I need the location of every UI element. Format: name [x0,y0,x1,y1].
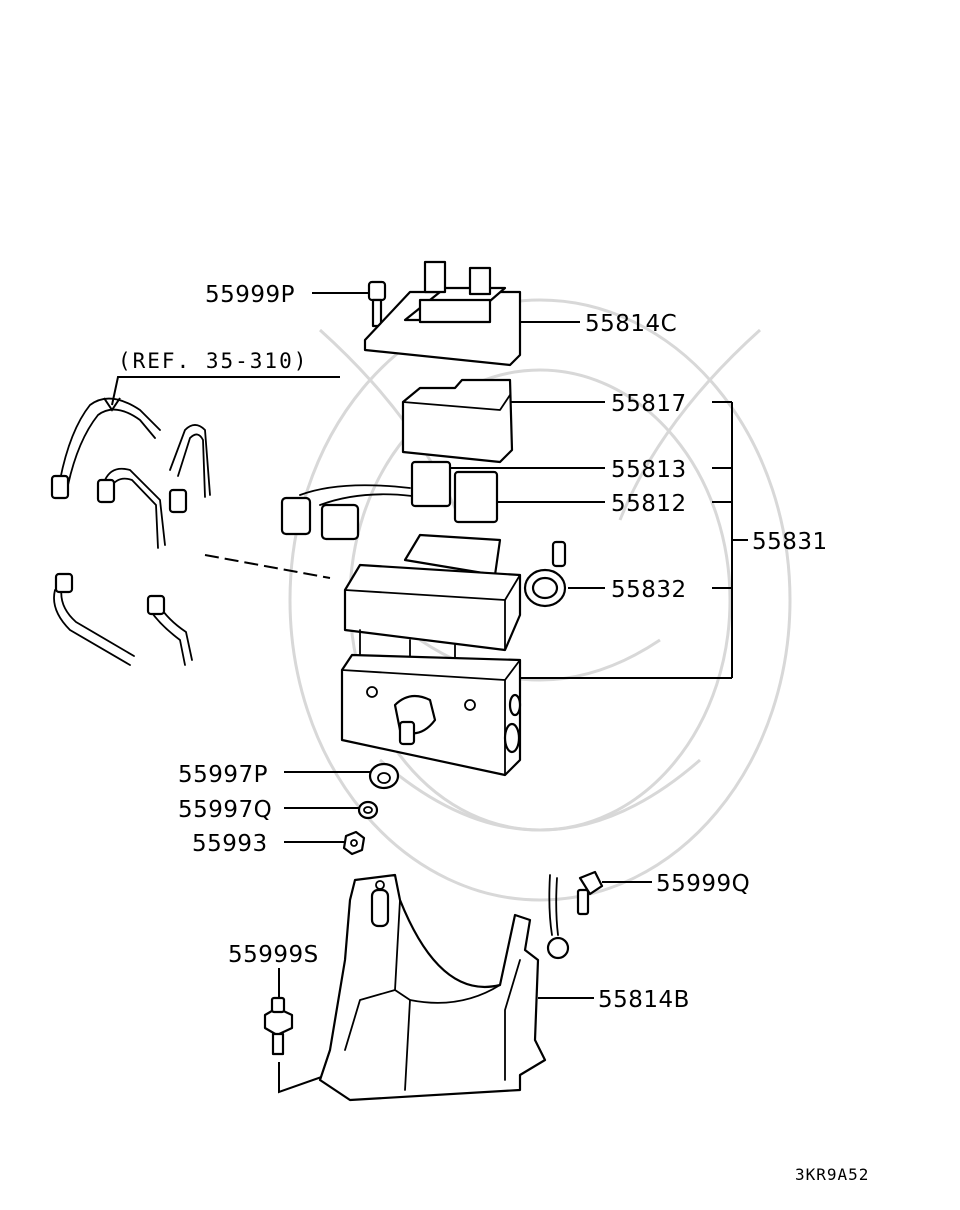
label-55999s: 55999S [228,942,319,968]
label-55999p: 55999P [205,282,295,308]
label-55832: 55832 [611,577,687,603]
bracket-55814c [363,260,522,367]
bolt-55999p [367,280,387,328]
bolt-55999s [263,996,294,1056]
brake-pipes-reference [50,397,331,666]
label-55814c: 55814C [585,311,677,337]
label-55999q: 55999Q [656,871,750,897]
label-55817: 55817 [611,391,687,417]
relay-55812 [453,470,499,524]
leader-55999s-target [278,1062,331,1094]
seal-55832 [523,540,567,608]
wiring-harness-connector [280,484,413,541]
bracket-55814b [318,873,547,1102]
label-55814b: 55814B [598,987,690,1013]
drawing-code: 3KR9A52 [795,1165,869,1184]
cover-55817 [401,378,514,464]
label-55997q: 55997Q [178,797,272,823]
collar-55997q [357,800,379,820]
group-bracket-55831 [520,401,748,679]
label-55813: 55813 [611,457,687,483]
ground-bolt-55999q [546,870,604,960]
relay-55813 [410,460,452,508]
label-55997p: 55997P [178,762,268,788]
hydraulic-unit-body [340,533,522,777]
reference-leader [111,376,340,406]
reference-label: (REF. 35-310) [118,349,308,373]
label-55993: 55993 [192,831,268,857]
grommet-55997p [368,762,400,790]
reference-arrow [103,397,121,412]
label-55831: 55831 [752,529,828,555]
nut-55993 [342,830,366,856]
label-55812: 55812 [611,491,687,517]
